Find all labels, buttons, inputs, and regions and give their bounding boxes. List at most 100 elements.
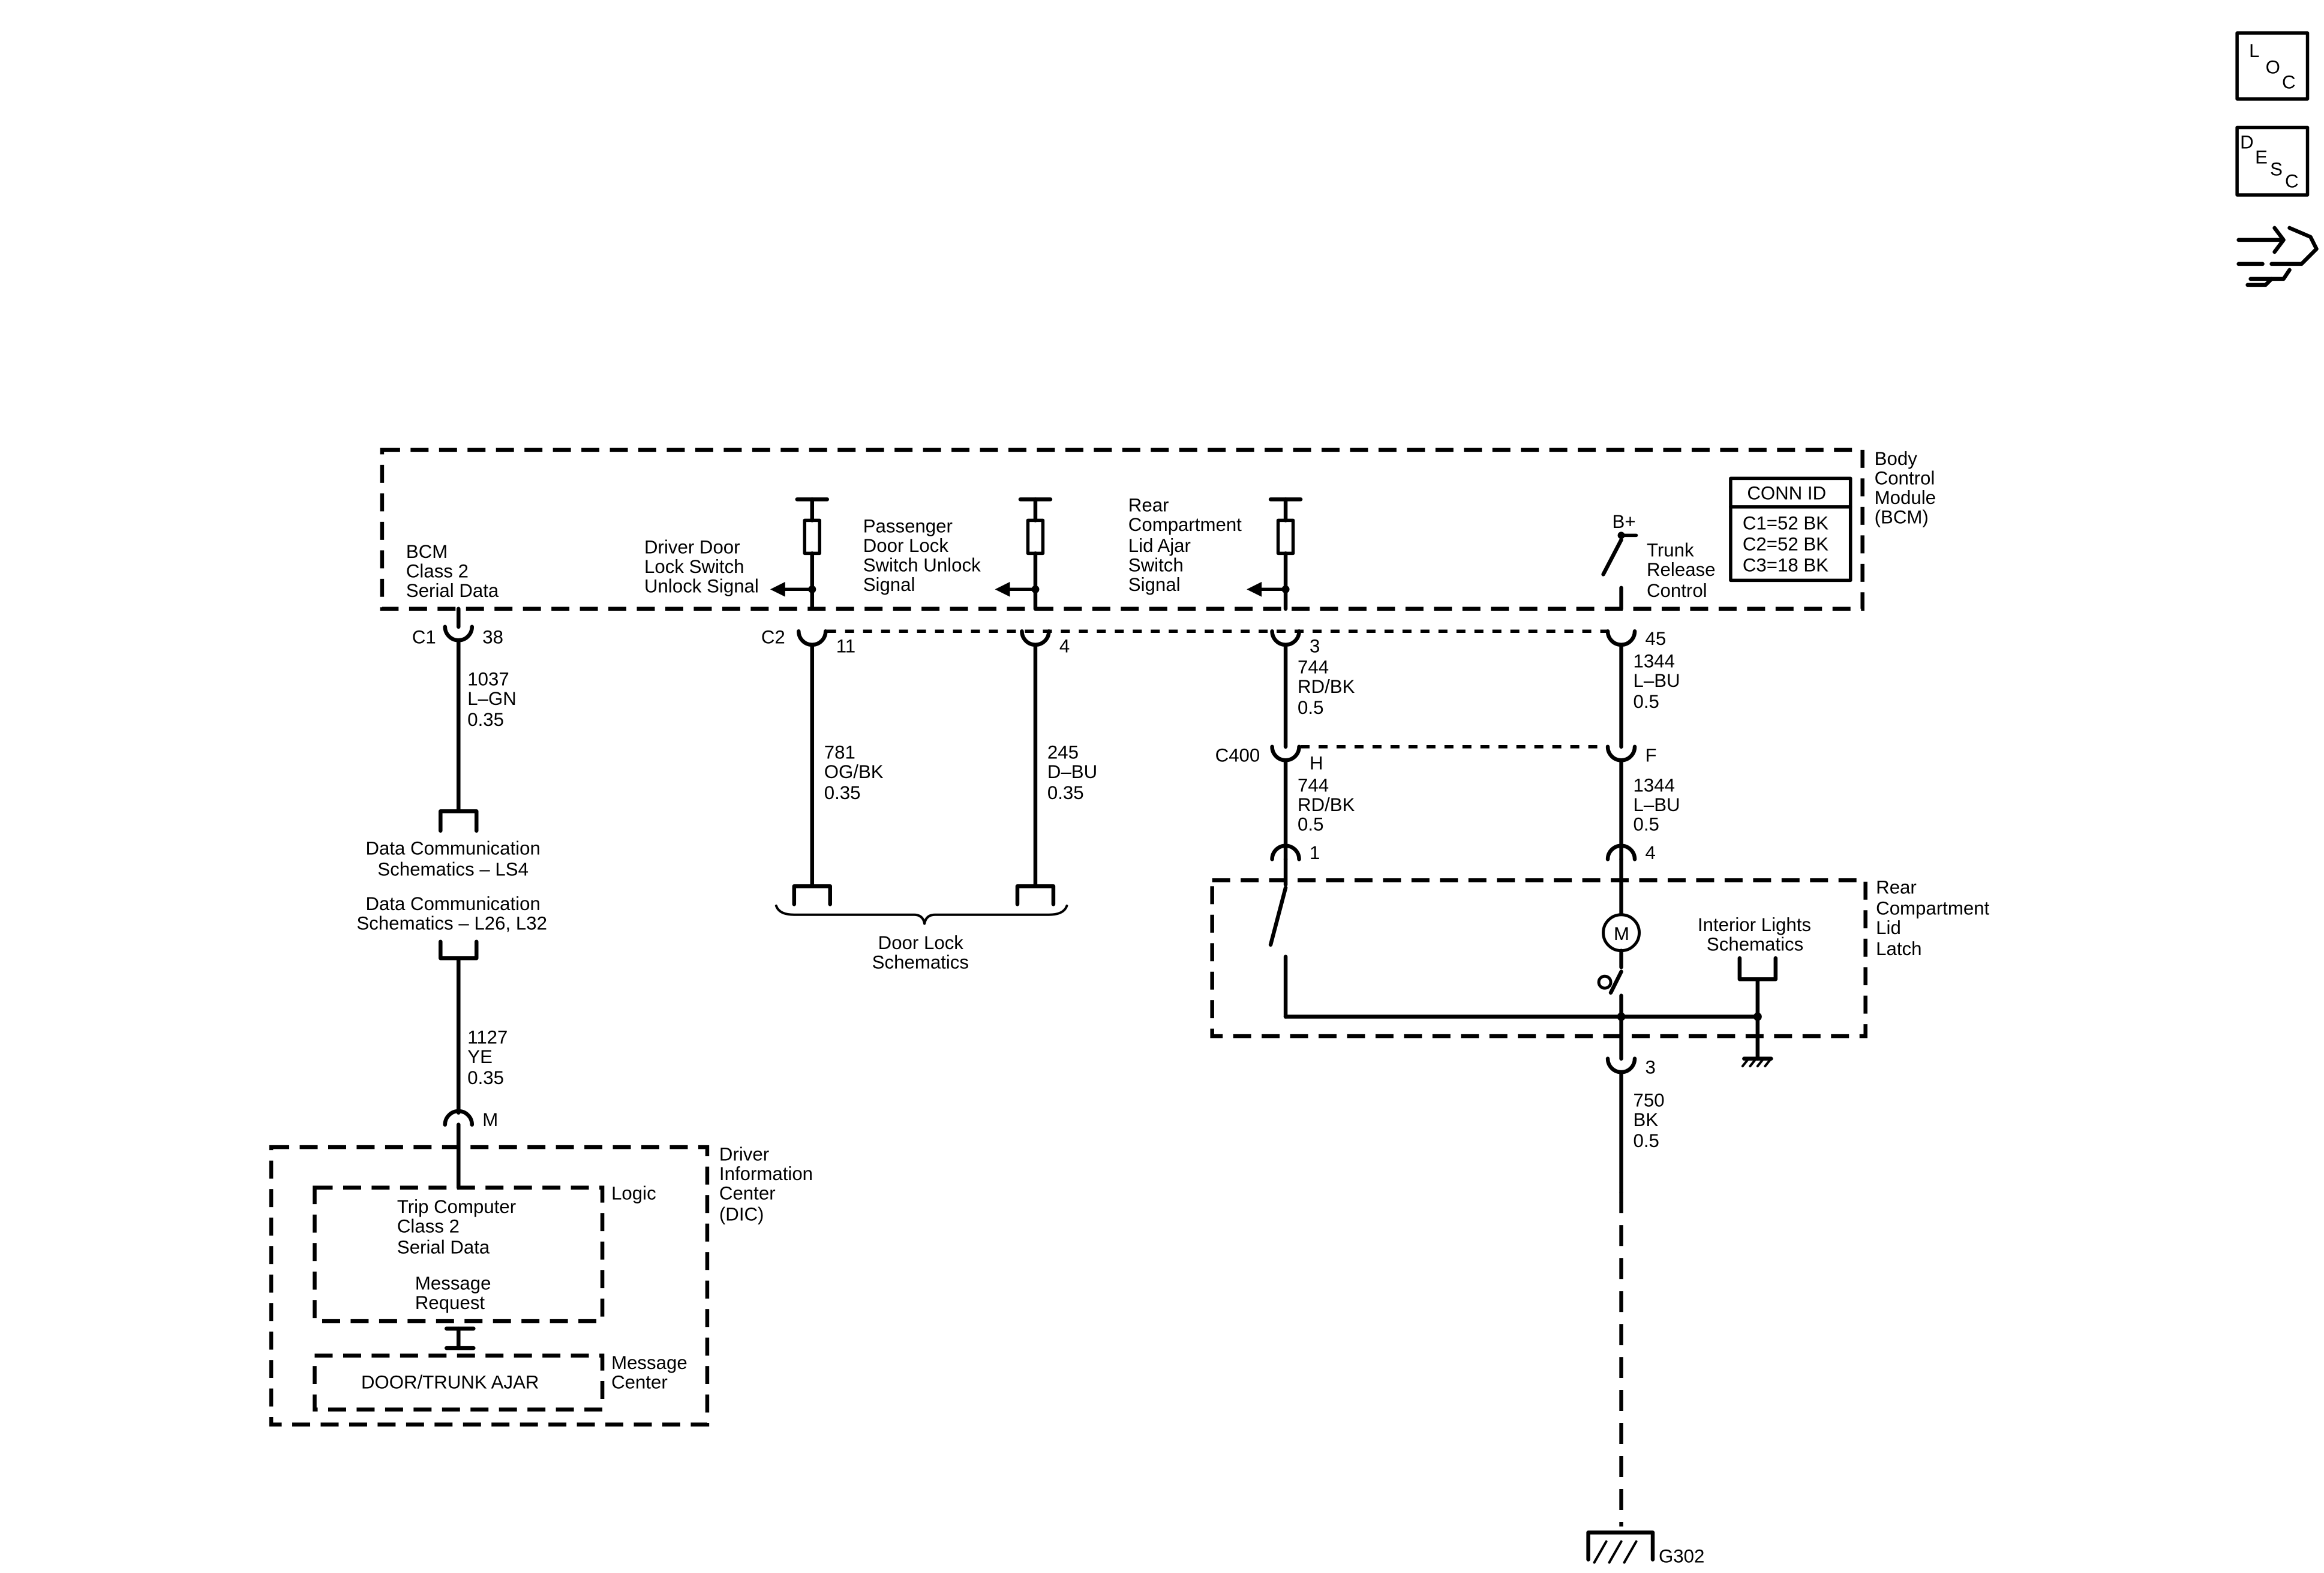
l26-ref-bracket — [439, 939, 479, 960]
dic-pin-m-terminal — [443, 1109, 475, 1127]
svg-text:Schematics – L26, L32: Schematics – L26, L32 — [356, 913, 547, 934]
svg-text:L–BU: L–BU — [1634, 794, 1680, 815]
desc-button[interactable]: D E S C — [2235, 125, 2310, 197]
svg-text:YE: YE — [467, 1046, 493, 1067]
svg-text:BCM: BCM — [406, 541, 448, 562]
latch-pin-3-terminal — [1605, 1056, 1637, 1074]
svg-text:Serial Data: Serial Data — [406, 580, 499, 601]
svg-text:0.35: 0.35 — [467, 1067, 504, 1088]
svg-text:1127: 1127 — [467, 1027, 508, 1048]
svg-text:1344: 1344 — [1634, 650, 1675, 671]
dic-module: Driver Information Center (DIC) Logic Tr… — [269, 1144, 813, 1427]
svg-text:0.5: 0.5 — [1634, 1130, 1659, 1151]
svg-text:Message: Message — [415, 1273, 491, 1294]
c2-pin-4-label: 4 — [1059, 635, 1070, 656]
motor-label: M — [1614, 923, 1629, 944]
door-lock-ref-label[interactable]: Door Lock Schematics — [872, 932, 969, 973]
passenger-door-label: Passenger Door Lock Switch Unlock Signal — [863, 515, 981, 595]
svg-text:Body: Body — [1875, 448, 1918, 469]
c2-pin-45-label: 45 — [1646, 628, 1667, 649]
ls4-ref-label[interactable]: Data Communication Schematics – LS4 — [365, 838, 540, 880]
svg-text:Lock Switch: Lock Switch — [644, 556, 744, 577]
wire-744-upper-label: 744 RD/BK 0.5 — [1298, 656, 1355, 718]
svg-text:Center: Center — [611, 1372, 668, 1393]
svg-text:D–BU: D–BU — [1047, 761, 1097, 782]
bcm-outline — [380, 448, 1864, 611]
serial-data-label: BCM Class 2 Serial Data — [406, 541, 499, 601]
ground-circuit: 3 750 BK 0.5 G302 — [1586, 1056, 1704, 1567]
c400-pin-h-label: H — [1310, 752, 1323, 773]
c2-pin-45-terminal — [1605, 629, 1637, 647]
svg-text:Schematics – LS4: Schematics – LS4 — [377, 859, 529, 880]
svg-text:C2=52 BK: C2=52 BK — [1743, 533, 1828, 554]
trip-computer-label: Trip Computer Class 2 Serial Data — [397, 1196, 516, 1257]
svg-text:0.5: 0.5 — [1298, 697, 1323, 718]
logic-label: Logic — [611, 1183, 656, 1204]
message-center-label: Message Center — [611, 1352, 687, 1393]
svg-text:Class 2: Class 2 — [397, 1216, 460, 1237]
svg-text:Door Lock: Door Lock — [863, 535, 949, 556]
svg-text:Trip Computer: Trip Computer — [397, 1196, 516, 1217]
svg-text:Module: Module — [1875, 487, 1936, 508]
latch-pin-4-terminal — [1605, 843, 1637, 861]
svg-text:Center: Center — [719, 1183, 776, 1204]
svg-text:0.35: 0.35 — [1047, 782, 1084, 803]
rear-compartment-label: Rear Compartment Lid Ajar Switch Signal — [1128, 494, 1242, 595]
c400-label: C400 — [1215, 745, 1260, 766]
svg-text:L–BU: L–BU — [1634, 670, 1680, 691]
svg-text:Message: Message — [611, 1352, 687, 1373]
passenger-signal-arrow-icon — [995, 581, 1010, 597]
svg-text:RD/BK: RD/BK — [1298, 676, 1355, 697]
conn-id-table: CONN ID C1=52 BK C2=52 BK C3=18 BK — [1729, 476, 1852, 583]
svg-text:(BCM): (BCM) — [1875, 506, 1929, 527]
wire-1127-label: 1127 YE 0.35 — [467, 1027, 508, 1088]
connector-hand-icon[interactable] — [2236, 226, 2319, 287]
dic-pin-m-label: M — [482, 1109, 498, 1130]
svg-text:Signal: Signal — [1128, 574, 1181, 595]
svg-text:744: 744 — [1298, 656, 1329, 677]
l26-ref-label[interactable]: Data Communication Schematics – L26, L32 — [356, 893, 547, 934]
c2-pin-3-label: 3 — [1310, 635, 1320, 656]
svg-text:Latch: Latch — [1876, 938, 1921, 959]
svg-text:Request: Request — [415, 1292, 485, 1313]
svg-text:C1=52 BK: C1=52 BK — [1743, 512, 1828, 533]
dic-title: Driver Information Center (DIC) — [719, 1144, 813, 1225]
svg-text:Class 2: Class 2 — [406, 560, 469, 581]
svg-text:Compartment: Compartment — [1876, 898, 1989, 919]
svg-text:Release: Release — [1647, 559, 1716, 580]
wire-1037-label: 1037 L–GN 0.35 — [467, 668, 517, 730]
door-lock-circuits: C2 11 781 OG/BK 0.35 4 245 D–BU 0.35 Doo… — [761, 626, 1097, 972]
svg-text:Unlock Signal: Unlock Signal — [644, 575, 759, 596]
svg-text:Interior Lights: Interior Lights — [1698, 914, 1811, 935]
svg-text:Driver: Driver — [719, 1144, 769, 1165]
thermal-breaker-icon — [1608, 969, 1623, 995]
svg-text:L–GN: L–GN — [467, 688, 517, 709]
loc-letter-l: L — [2249, 40, 2259, 61]
loc-button[interactable]: L O C — [2235, 31, 2310, 101]
ground-label: G302 — [1659, 1545, 1704, 1566]
wire-744-lower-label: 744 RD/BK 0.5 — [1298, 775, 1355, 835]
ground-g302-icon — [1586, 1530, 1655, 1564]
latch-pin-1-terminal — [1270, 843, 1301, 861]
door-lock-brace — [774, 904, 1068, 925]
svg-text:BK: BK — [1634, 1109, 1659, 1130]
svg-text:750: 750 — [1634, 1090, 1665, 1111]
svg-text:Rear: Rear — [1876, 877, 1917, 898]
c1-pin-label: 38 — [482, 626, 503, 647]
lid-ajar-circuit: 3 744 RD/BK 0.5 C400 H 744 RD/BK 0.5 1 — [1215, 629, 1355, 863]
c400-pin-h-terminal — [1270, 745, 1301, 763]
svg-text:Passenger: Passenger — [863, 515, 953, 536]
svg-text:Door Lock: Door Lock — [878, 932, 964, 953]
wire-245-label: 245 D–BU 0.35 — [1047, 742, 1097, 803]
c2-pin-11-label: 11 — [836, 635, 855, 656]
breaker-contact-icon — [1597, 974, 1613, 990]
c400-pin-f-label: F — [1646, 745, 1657, 766]
svg-text:Switch Unlock: Switch Unlock — [863, 554, 981, 575]
trunk-release-switch-icon — [1601, 532, 1638, 611]
interior-lights-ref-label[interactable]: Interior Lights Schematics — [1698, 914, 1811, 955]
c400-pin-f-terminal — [1605, 745, 1637, 763]
svg-text:744: 744 — [1298, 775, 1329, 796]
svg-text:Schematics: Schematics — [872, 952, 969, 973]
lid-ajar-switch-icon — [1268, 885, 1288, 947]
